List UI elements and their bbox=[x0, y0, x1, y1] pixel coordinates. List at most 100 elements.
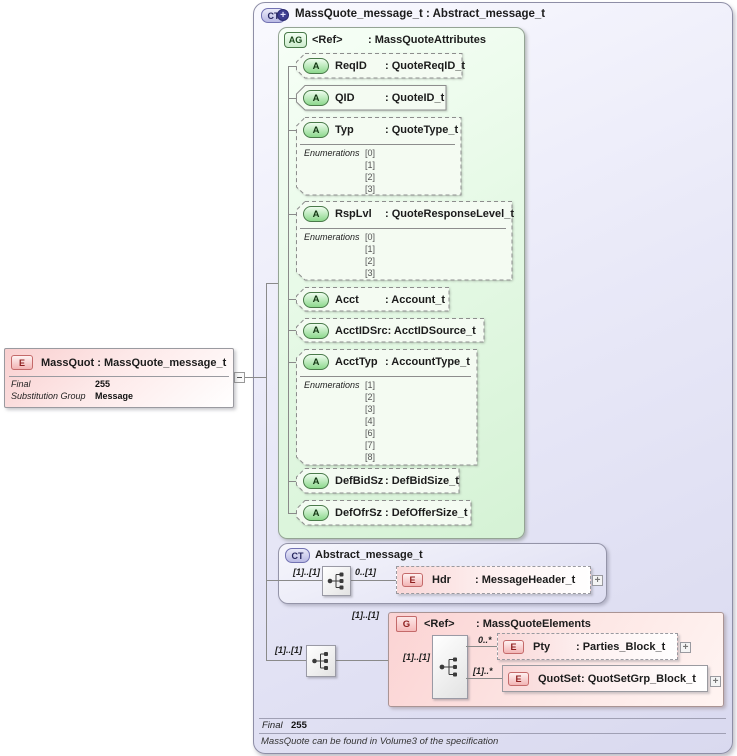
attribute-name: Acct bbox=[335, 293, 359, 306]
sequence-compositor-icon[interactable] bbox=[306, 645, 336, 677]
main-element-box[interactable]: E MassQuot : MassQuote_message_t Final 2… bbox=[4, 348, 234, 408]
connector-line bbox=[288, 299, 296, 300]
cardinality-label: [1]..[1] bbox=[352, 610, 379, 620]
element-type: : Parties_Block_t bbox=[576, 640, 666, 653]
connector-line bbox=[288, 513, 296, 514]
sequence-compositor-icon[interactable] bbox=[432, 635, 468, 699]
attribute-accttyp[interactable]: A AcctTyp : AccountType_t Enumerations [… bbox=[296, 349, 478, 466]
base-type-title: Abstract_message_t bbox=[315, 549, 423, 561]
expand-button[interactable]: + bbox=[592, 575, 603, 586]
attribute-icon: A bbox=[303, 122, 329, 138]
attribute-type: : QuoteID_t bbox=[385, 92, 445, 104]
attribute-icon: A bbox=[303, 291, 329, 308]
group-header: <Ref> : MassQuoteElements bbox=[424, 616, 591, 632]
connector-line bbox=[466, 678, 502, 679]
connector-line bbox=[349, 580, 396, 581]
attribute-group-name: <Ref> bbox=[312, 34, 343, 46]
cardinality-label: [1]..[1] bbox=[275, 645, 302, 655]
attribute-acctidsrc[interactable]: A AcctIDSrc : AcctIDSource_t bbox=[296, 318, 485, 343]
expand-button[interactable]: + bbox=[680, 642, 691, 653]
element-type: : QuotSetGrp_Block_t bbox=[581, 672, 696, 685]
divider bbox=[9, 376, 229, 377]
connector-line bbox=[288, 330, 296, 331]
attribute-type: : AcctIDSource_t bbox=[387, 324, 476, 337]
attribute-rsplvl[interactable]: A RspLvl : QuoteResponseLevel_t Enumerat… bbox=[296, 201, 514, 281]
attribute-group-type: : MassQuoteAttributes bbox=[368, 34, 486, 46]
attribute-name: ReqID bbox=[335, 60, 367, 72]
element-hdr[interactable]: E Hdr : MessageHeader_t bbox=[396, 566, 591, 594]
element-name: QuotSet bbox=[538, 672, 581, 685]
attribute-type: : QuoteType_t bbox=[385, 124, 459, 136]
element-quotset[interactable]: E QuotSet : QuotSetGrp_Block_t bbox=[502, 665, 708, 692]
attribute-icon: A bbox=[303, 58, 329, 74]
connector-line bbox=[288, 362, 296, 363]
expand-button[interactable]: + bbox=[710, 676, 721, 687]
cardinality-label: 0..[1] bbox=[355, 567, 377, 577]
connector-line bbox=[288, 66, 289, 513]
attribute-type: : QuoteResponseLevel_t bbox=[385, 208, 514, 220]
element-icon: E bbox=[11, 355, 33, 370]
footer-final-value: 255 bbox=[291, 720, 307, 731]
group-type: : MassQuoteElements bbox=[476, 618, 591, 630]
attribute-name: DefBidSz bbox=[335, 475, 384, 487]
attribute-name: QID bbox=[335, 92, 355, 104]
cardinality-label: [1]..[1] bbox=[293, 567, 320, 577]
connector-line bbox=[288, 481, 296, 482]
element-type: : MessageHeader_t bbox=[475, 574, 576, 586]
enumerations-label: Enumerations bbox=[304, 148, 360, 158]
enumeration-values: [1][2][3][4][6][7][8] bbox=[365, 380, 376, 462]
divider bbox=[300, 144, 455, 145]
attribute-acct[interactable]: A Acct : Account_t bbox=[296, 287, 450, 312]
main-element-title: MassQuot : MassQuote_message_t bbox=[41, 356, 227, 369]
sequence-glyph bbox=[439, 657, 457, 677]
group-icon: G bbox=[396, 616, 417, 632]
attribute-icon: A bbox=[303, 90, 329, 106]
sequence-glyph bbox=[312, 652, 328, 670]
sequence-compositor-icon[interactable] bbox=[322, 566, 351, 596]
cardinality-label: 0..* bbox=[478, 635, 492, 645]
attribute-icon: A bbox=[303, 206, 329, 222]
attribute-name: Typ bbox=[335, 124, 354, 136]
connector-line bbox=[266, 580, 322, 581]
connector-line bbox=[288, 66, 296, 67]
enumeration-values: [0][1][2][3] bbox=[365, 232, 376, 278]
attribute-type: : DefOfferSize_t bbox=[385, 507, 468, 519]
footer-final-label: Final bbox=[262, 720, 283, 731]
connector-line bbox=[266, 283, 267, 661]
attribute-defofrsz[interactable]: A DefOfrSz : DefOfferSize_t bbox=[296, 500, 472, 526]
element-pty[interactable]: E Pty : Parties_Block_t bbox=[497, 633, 678, 660]
element-icon: E bbox=[402, 573, 423, 587]
cardinality-label: [1]..[1] bbox=[403, 652, 430, 662]
enumerations-label: Enumerations bbox=[304, 380, 360, 390]
final-value: 255 bbox=[95, 379, 111, 389]
attribute-typ[interactable]: A Typ : QuoteType_t Enumerations [0][1][… bbox=[296, 117, 462, 196]
enumeration-values: [0][1][2][3] bbox=[365, 148, 376, 194]
divider bbox=[259, 718, 726, 719]
attribute-type: : QuoteReqID_t bbox=[385, 60, 466, 72]
attribute-qid[interactable]: A QID : QuoteID_t bbox=[296, 85, 447, 111]
sequence-glyph bbox=[327, 572, 344, 590]
attribute-name: AcctTyp bbox=[335, 356, 378, 368]
attribute-reqid[interactable]: A ReqID : QuoteReqID_t bbox=[296, 53, 466, 79]
annotation-text: MassQuote can be found in Volume3 of the… bbox=[261, 736, 499, 747]
substitution-group-label: Substitution Group bbox=[11, 391, 86, 401]
collapse-handle[interactable] bbox=[234, 372, 245, 383]
enumerations-label: Enumerations bbox=[304, 232, 360, 242]
attribute-icon: A bbox=[303, 354, 329, 370]
substitution-group-value: Message bbox=[95, 391, 134, 401]
attribute-icon: A bbox=[303, 505, 329, 521]
connector-line bbox=[231, 377, 266, 378]
attribute-type: : DefBidSize_t bbox=[385, 475, 459, 487]
divider bbox=[300, 228, 506, 229]
attribute-type: : Account_t bbox=[385, 293, 446, 306]
attribute-name: DefOfrSz bbox=[335, 507, 383, 519]
connector-line bbox=[334, 660, 432, 661]
divider bbox=[300, 376, 471, 377]
element-icon: E bbox=[508, 671, 529, 686]
connector-line bbox=[266, 660, 306, 661]
element-icon: E bbox=[503, 639, 524, 654]
element-name: Hdr bbox=[432, 574, 451, 586]
attribute-defbidsz[interactable]: A DefBidSz : DefBidSize_t bbox=[296, 468, 460, 494]
complex-type-icon: CT bbox=[285, 548, 310, 563]
